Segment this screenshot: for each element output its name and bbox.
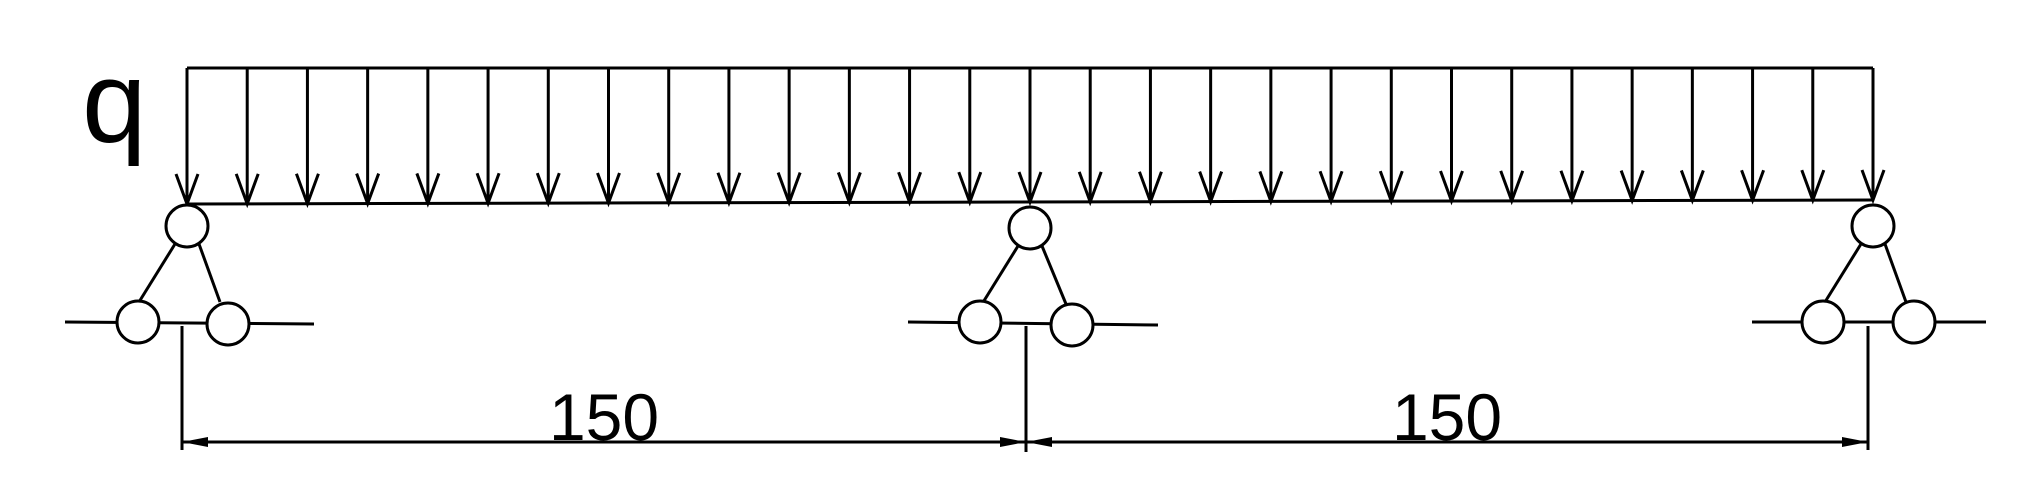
span-1-label: 150 <box>549 380 659 454</box>
load-arrow <box>1017 68 1043 207</box>
load-arrow <box>1077 68 1103 207</box>
load-arrow <box>535 68 561 208</box>
load-arrow <box>1559 68 1585 206</box>
load-label: q <box>82 37 147 167</box>
load-arrow <box>656 68 682 208</box>
roller-circle <box>205 301 251 347</box>
hinge-circle <box>1007 205 1053 251</box>
load-arrow <box>1499 68 1525 206</box>
dimensions: 150 150 <box>180 326 1870 454</box>
load-arrow <box>1138 68 1163 207</box>
arrowhead <box>1842 437 1868 447</box>
load-arrow <box>897 68 922 207</box>
hinge-circle <box>1850 203 1896 249</box>
middle-support <box>907 205 1159 348</box>
roller-circle <box>957 299 1003 345</box>
load-arrow <box>957 68 983 207</box>
support-leg <box>1883 243 1908 303</box>
load-arrow <box>1619 68 1645 205</box>
load-arrow <box>1800 68 1826 205</box>
arrowhead <box>1026 437 1052 447</box>
load-arrow <box>596 68 621 208</box>
load-arrow <box>776 68 802 207</box>
roller-circle <box>1800 299 1846 345</box>
support-leg <box>197 243 222 303</box>
load-arrow <box>1198 68 1224 206</box>
load-arrow <box>234 68 260 209</box>
ground-line <box>64 320 315 326</box>
load-arrow <box>1679 68 1705 205</box>
load-arrow <box>716 68 742 208</box>
load-arrow <box>836 68 862 207</box>
right-support <box>1752 203 1986 345</box>
roller-circle <box>115 299 161 345</box>
arrowhead <box>182 437 208 447</box>
arrowhead <box>1000 437 1026 447</box>
load-arrow <box>1318 68 1344 206</box>
load-arrow <box>1439 68 1464 206</box>
support-leg <box>980 245 1020 305</box>
support-leg <box>1040 245 1068 305</box>
load-arrow <box>355 68 381 208</box>
load-arrow <box>1378 68 1404 206</box>
load-arrow <box>415 68 441 208</box>
span-2-label: 150 <box>1392 380 1502 454</box>
roller-circle <box>1891 299 1937 345</box>
support-leg <box>1823 243 1863 303</box>
dimension-span-1: 150 <box>182 380 1026 454</box>
hinge-circle <box>164 203 210 249</box>
load-arrows <box>174 68 1886 209</box>
load-arrow <box>1258 68 1284 206</box>
left-support <box>64 203 315 347</box>
ground-line <box>907 320 1159 327</box>
support-leg <box>137 243 177 303</box>
load-arrow <box>295 68 320 209</box>
dimension-span-2: 150 <box>1026 380 1868 454</box>
distributed-load <box>174 66 1886 209</box>
load-arrow <box>1860 68 1886 205</box>
load-arrow <box>475 68 501 208</box>
roller-circle <box>1049 302 1095 348</box>
load-arrow <box>1740 68 1765 205</box>
load-arrow <box>174 68 200 209</box>
